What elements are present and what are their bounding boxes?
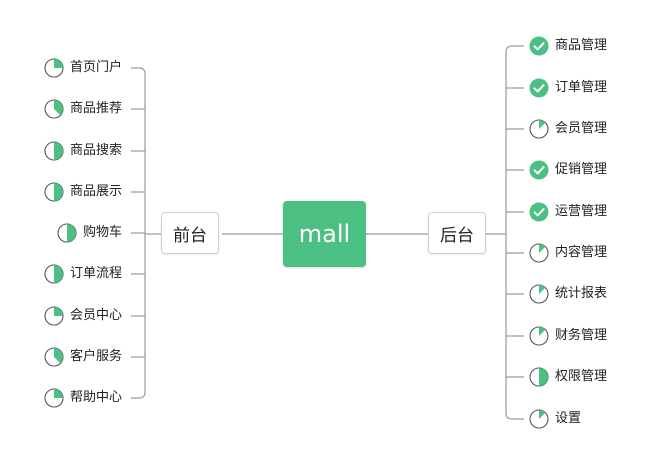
leaf-label: 促销管理 <box>555 162 608 177</box>
front-leaf-item[interactable]: 首页门户 <box>44 57 122 79</box>
front-leaf-item[interactable]: 客户服务 <box>44 346 122 368</box>
check-circle-icon <box>529 202 549 222</box>
leaf-label: 购物车 <box>82 225 122 240</box>
progress-pie-icon <box>529 119 549 139</box>
back-leaf-item[interactable]: 权限管理 <box>529 366 607 388</box>
leaf-label: 订单流程 <box>69 266 122 281</box>
progress-pie-icon <box>44 99 64 119</box>
check-circle-icon <box>529 78 549 98</box>
back-leaf-item[interactable]: 商品管理 <box>529 35 607 57</box>
leaf-label: 商品管理 <box>555 38 608 53</box>
leaf-label: 会员管理 <box>555 121 608 136</box>
connector-line <box>505 412 524 420</box>
progress-pie-icon <box>44 306 64 326</box>
front-leaf-item[interactable]: 订单流程 <box>44 263 122 285</box>
progress-pie-icon <box>529 284 549 304</box>
leaf-label: 财务管理 <box>555 328 608 343</box>
leaf-label: 帮助中心 <box>69 390 122 405</box>
progress-pie-icon <box>529 367 549 387</box>
back-leaf-item[interactable]: 财务管理 <box>529 325 607 347</box>
back-leaf-item[interactable]: 内容管理 <box>529 242 607 264</box>
leaf-label: 运营管理 <box>555 204 608 219</box>
leaf-label: 客户服务 <box>69 349 122 364</box>
center-node-mall[interactable]: mall <box>283 201 366 267</box>
connector-line <box>131 67 146 75</box>
center-node-label: mall <box>298 220 351 248</box>
back-leaf-item[interactable]: 会员管理 <box>529 118 607 140</box>
connector-line <box>131 391 146 399</box>
progress-pie-icon <box>44 141 64 161</box>
leaf-label: 会员中心 <box>69 308 122 323</box>
leaf-label: 商品搜索 <box>69 143 122 158</box>
progress-pie-icon <box>44 264 64 284</box>
back-leaf-item[interactable]: 促销管理 <box>529 159 607 181</box>
back-leaf-item[interactable]: 设置 <box>529 408 581 430</box>
progress-pie-icon <box>44 58 64 78</box>
progress-pie-icon <box>44 388 64 408</box>
front-leaf-item[interactable]: 会员中心 <box>44 305 122 327</box>
front-leaf-item[interactable]: 购物车 <box>57 222 122 244</box>
front-leaf-item[interactable]: 商品搜索 <box>44 140 122 162</box>
progress-pie-icon <box>44 347 64 367</box>
leaf-label: 权限管理 <box>555 369 608 384</box>
back-leaf-item[interactable]: 运营管理 <box>529 201 607 223</box>
check-circle-icon <box>529 36 549 56</box>
branch-node-front[interactable]: 前台 <box>161 212 219 254</box>
progress-pie-icon <box>529 326 549 346</box>
connector-line <box>505 45 524 53</box>
progress-pie-icon <box>529 409 549 429</box>
leaf-label: 首页门户 <box>69 60 122 75</box>
leaf-label: 统计报表 <box>555 286 608 301</box>
back-node-label: 后台 <box>440 225 474 246</box>
check-circle-icon <box>529 160 549 180</box>
progress-pie-icon <box>44 182 64 202</box>
leaf-label: 内容管理 <box>555 245 608 260</box>
back-leaf-item[interactable]: 统计报表 <box>529 283 607 305</box>
front-leaf-item[interactable]: 帮助中心 <box>44 387 122 409</box>
branch-node-back[interactable]: 后台 <box>428 212 486 254</box>
leaf-label: 订单管理 <box>555 80 608 95</box>
leaf-label: 设置 <box>555 411 582 426</box>
front-leaf-item[interactable]: 商品展示 <box>44 181 122 203</box>
back-leaf-item[interactable]: 订单管理 <box>529 77 607 99</box>
front-leaf-item[interactable]: 商品推荐 <box>44 98 122 120</box>
progress-pie-icon <box>57 223 77 243</box>
leaf-label: 商品展示 <box>69 184 122 199</box>
leaf-label: 商品推荐 <box>69 101 122 116</box>
progress-pie-icon <box>529 243 549 263</box>
front-node-label: 前台 <box>173 225 207 246</box>
